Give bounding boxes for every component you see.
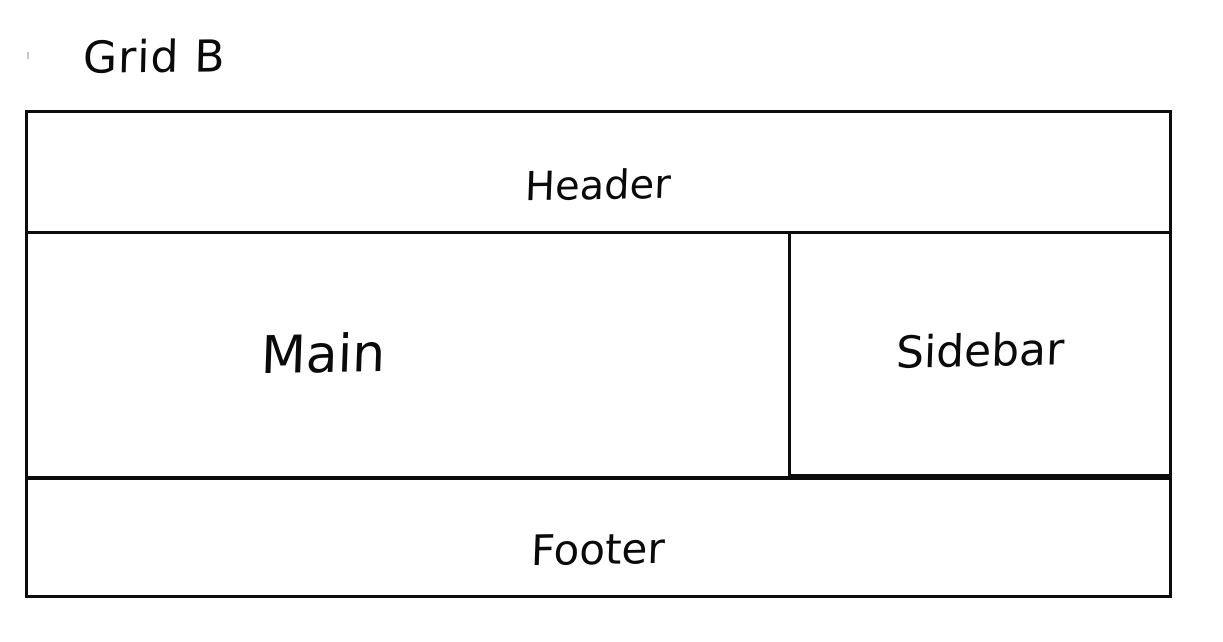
- region-footer: Footer: [25, 477, 1172, 598]
- wireframe-grid-diagram: Header Main Sidebar Footer: [25, 110, 1172, 598]
- region-main-label: Main: [259, 323, 387, 387]
- region-sidebar: Sidebar: [788, 231, 1172, 477]
- region-main: Main: [25, 231, 791, 479]
- page-title: Grid B: [82, 31, 227, 84]
- region-footer-label: Footer: [529, 523, 666, 575]
- region-sidebar-label: Sidebar: [895, 324, 1065, 379]
- region-header-label: Header: [523, 161, 672, 211]
- region-header: Header: [25, 110, 1172, 234]
- stray-pen-mark: [27, 52, 29, 59]
